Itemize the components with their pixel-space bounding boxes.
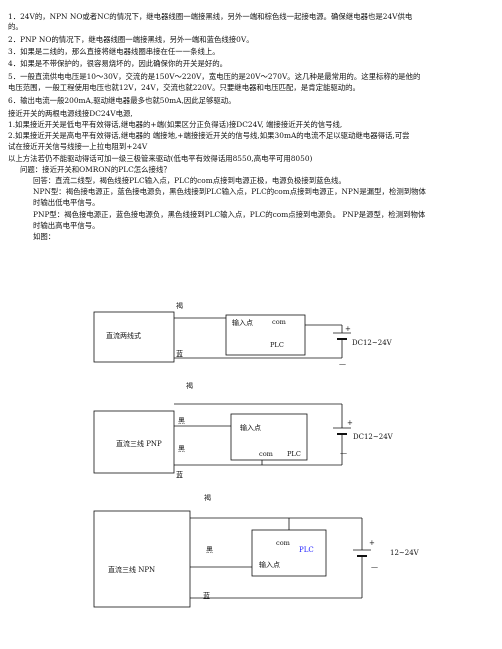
d2-minus-label: —	[340, 449, 347, 457]
d3-title: 直流三线 NPN	[108, 565, 155, 574]
para-10: 以上方法若仍不能驱动得话可加一级三极管来驱动(低电平有效得话用8550,高电平可…	[8, 154, 313, 163]
sensor-box-1	[93, 311, 175, 363]
d1-plc-label: PLC	[270, 341, 284, 349]
para-4: 4．如果是不带保护的，很容易烧坏的，因此确保你的开关是好的。	[8, 59, 228, 68]
para-7: 接近开关的两根电源线接DC24V电源,	[8, 109, 133, 118]
d3-brown-label: 褐	[204, 493, 211, 502]
d2-plc-label: PLC	[287, 450, 301, 458]
d1-title: 直流两线式	[106, 331, 141, 340]
para-9b: 试在接近开关信号线接一上拉电阻到+24V	[8, 142, 148, 151]
d1-com-label: com	[272, 318, 287, 326]
d1-brown-label: 褐	[176, 301, 183, 310]
answer-3b: 时输出高电平信号。	[33, 221, 100, 230]
d3-input-label: 输入点	[259, 560, 280, 569]
para-9a: 2.如果接近开关是高电平有效得话,继电器的 端接地,+端接接近开关的信号线,如果…	[8, 131, 410, 140]
para-5b: 电压范围，一般工程使用电压也就12V，24V，交流也就220V。只要继电器和电压…	[8, 83, 360, 92]
d2-black-label: 黑	[178, 417, 185, 425]
para-8: 1.如果接近开关是低电平有效得话,继电器的+端(如果区分正负得话)接DC24V,…	[8, 120, 343, 129]
para-1b: 的。	[8, 22, 23, 31]
d1-volt-label: DC12~24V	[352, 339, 393, 347]
para-1a: 1．24V的，NPN NO或者NC的情况下，继电器线圈一端接黑线，另外一端和棕色…	[8, 12, 413, 21]
para-2: 2．PNP NO的情况下，继电器线圈一端接黑线，另外一端和蓝色线接0V。	[8, 35, 254, 44]
para-3: 3．如果是二线的，那么直接将继电器线圈串接在任一一条线上。	[8, 47, 220, 56]
d3-volt-label: 12~24V	[390, 549, 420, 557]
d3-black-label: 黑	[206, 546, 213, 554]
d2-brown-label: 褐	[186, 381, 193, 390]
d2-blue-label: 蓝	[176, 470, 183, 479]
d2-input-label: 输入点	[240, 423, 261, 432]
d2-blue-label-inner: 黑	[178, 445, 185, 453]
para-5a: 5．一般直流供电电压是10～30V，交流的是150V～220V，宽电压的是20V…	[8, 72, 421, 81]
plc-box-2	[230, 413, 308, 461]
d1-plus-label: +	[345, 325, 351, 333]
sensor-box-2	[93, 410, 175, 474]
d1-minus-label: —	[339, 360, 346, 368]
answer-3a: PNP型：褐色接电源正，蓝色接电源负，黑色线接到PLC输入点，PLC的com点接…	[33, 210, 426, 219]
plc-box-3	[251, 529, 327, 577]
d1-blue-label: 蓝	[176, 349, 183, 358]
answer-2b: 时输出低电平信号。	[33, 198, 100, 207]
d2-volt-label: DC12~24V	[353, 433, 394, 441]
para-6: 6．输出电流一般200mA,驱动继电器最多也就50mA,因此足够驱动。	[8, 96, 236, 105]
answer-2a: NPN型：褐色接电源正，蓝色接电源负，黑色线接到PLC输入点，PLC的com点接…	[33, 187, 426, 196]
d3-plc-label: PLC	[299, 546, 314, 554]
question: 问题：接近开关和OMRON的PLC怎么接线？	[20, 165, 171, 174]
d3-plus-label: +	[369, 539, 375, 547]
figure-caption: 如图：	[33, 232, 56, 241]
answer-1: 回答：直流二线型，褐色线接PLC输入点，PLC的com点接到电源正极，电源负极接…	[33, 176, 346, 185]
d2-title: 直流三线 PNP	[116, 439, 162, 448]
d2-com-label: com	[259, 450, 274, 458]
plc-box-1	[225, 314, 306, 356]
d3-minus-label: —	[371, 563, 378, 571]
d1-input-label: 输入点	[232, 318, 253, 327]
diagram-two-wire	[93, 311, 351, 363]
d3-blue-label: 蓝	[203, 591, 210, 600]
diagram-pnp	[93, 403, 351, 474]
sensor-box-3	[93, 510, 191, 608]
d2-plus-label: +	[347, 419, 353, 427]
diagram-npn	[93, 510, 371, 608]
d3-com-label: com	[276, 539, 291, 547]
